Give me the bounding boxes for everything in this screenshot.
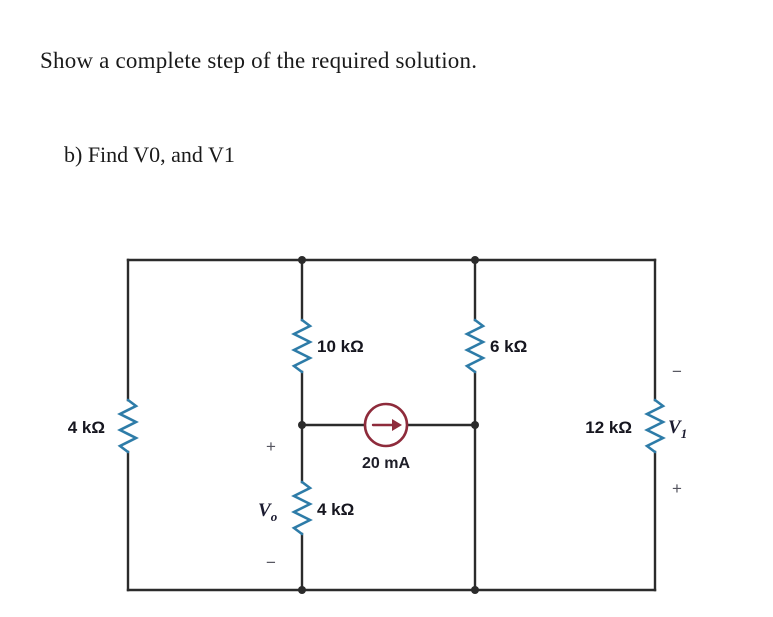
current-source-arrowhead [392,419,402,431]
resistor-zigzag [117,398,139,454]
current-source-label: 20 mA [362,455,410,472]
resistor-label: 4 kΩ [68,418,105,437]
node-dot [471,421,479,429]
resistor-12k: 12 kΩ [585,398,666,454]
question-text: b) Find V0, and V1 [64,142,235,167]
v0-plus-sign: + [266,437,276,456]
resistor-label: 4 kΩ [317,500,354,519]
resistor-zigzag [464,318,486,374]
node-dot [298,256,306,264]
v1-plus-sign: + [672,479,682,498]
node-dot [471,256,479,264]
node-dot [298,421,306,429]
v0-annotation: + Vo − [258,437,278,572]
resistor-zigzag [644,398,666,454]
resistor-6k: 6 kΩ [464,318,527,374]
resistor-label: 6 kΩ [490,337,527,356]
current-source: 20 mA [362,402,410,472]
v0-symbol: Vo [258,500,278,524]
resistor-zigzag [291,480,313,536]
node-dot [471,586,479,594]
circuit-nodes [298,256,479,594]
resistor-label: 10 kΩ [317,337,364,356]
resistor-10k: 10 kΩ [291,318,364,374]
resistor-4k-bottom: 4 kΩ [291,480,354,536]
node-dot [298,586,306,594]
v1-symbol: V1 [668,417,687,441]
instruction-text: Show a complete step of the required sol… [40,48,478,73]
v1-annotation: − V1 + [668,362,687,498]
resistor-4k-left: 4 kΩ [68,398,139,454]
v1-minus-sign: − [672,362,682,381]
resistor-label: 12 kΩ [585,418,632,437]
v0-minus-sign: − [266,553,276,572]
resistor-zigzag [291,318,313,374]
